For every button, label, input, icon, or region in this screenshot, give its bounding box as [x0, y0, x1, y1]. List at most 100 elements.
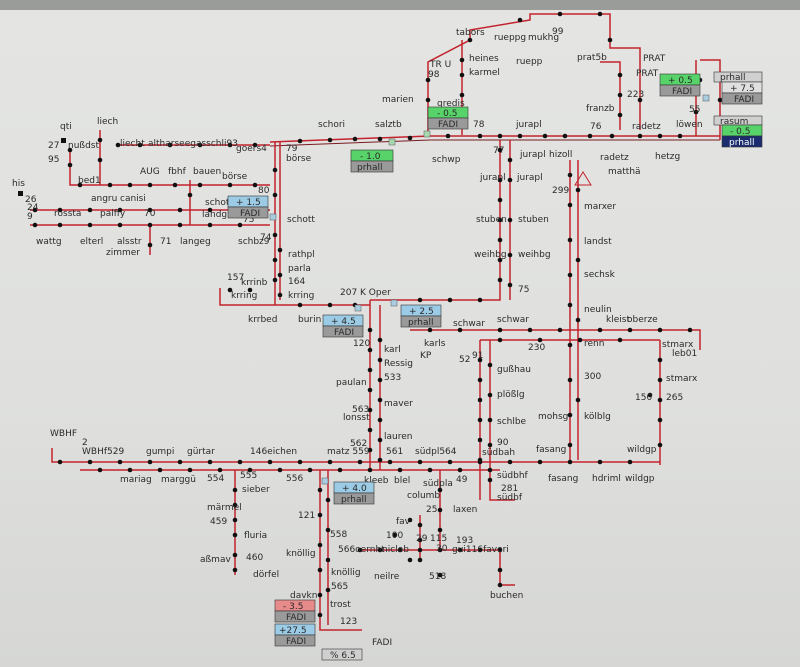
indicator-boxes[interactable]: - 1.0 prhall - 0.5 FADI + 1.5 FADI + 0.5…	[227, 71, 763, 661]
station-dot	[417, 557, 423, 563]
label-29: 29	[416, 534, 428, 544]
label-langeg: langeg	[180, 237, 211, 247]
label-157: 157	[227, 273, 244, 283]
station-dot	[627, 327, 633, 333]
label-schori: schori	[318, 120, 345, 130]
label-561: 561	[386, 447, 403, 457]
station-dot	[297, 138, 303, 144]
station-dot	[377, 457, 383, 463]
station-dot	[437, 527, 443, 533]
station-dot	[507, 282, 513, 288]
station-dot	[407, 557, 413, 563]
label-marggu: marggü	[161, 475, 196, 485]
label-stuben: stuben	[476, 215, 507, 225]
indicator-prhall-minus1[interactable]: - 1.0 prhall	[350, 149, 394, 173]
station-dot	[517, 17, 523, 23]
station-dot	[367, 447, 373, 453]
station-dot	[567, 172, 573, 178]
station-dot	[232, 552, 238, 558]
svg-text:- 0.5: - 0.5	[730, 127, 750, 137]
label-ruepp: ruepp	[516, 57, 543, 67]
indicator-gredis[interactable]: - 0.5 FADI	[427, 106, 469, 130]
indicator-scheib[interactable]: +27.5 FADI	[274, 623, 316, 647]
indicator-karl[interactable]: + 2.5 prhall	[400, 304, 442, 328]
label-rathpl: rathpl	[288, 250, 315, 260]
station-dot	[117, 222, 123, 228]
station-dot	[459, 72, 465, 78]
label-weihbg2: weihbg	[518, 250, 551, 260]
station-dot	[567, 442, 573, 448]
label-223: 223	[627, 90, 644, 100]
label-533: 533	[384, 373, 401, 383]
station-dot	[497, 237, 503, 243]
indicator-schott[interactable]: + 1.5 FADI	[227, 195, 269, 219]
station-dot	[177, 222, 183, 228]
svg-text:prhall: prhall	[341, 495, 366, 505]
station-dot	[637, 133, 643, 139]
station-dot	[575, 317, 581, 323]
station-dot	[437, 487, 443, 493]
label-zimmer: zimmer	[106, 248, 140, 258]
station-dot	[387, 459, 393, 465]
station-dot	[477, 297, 483, 303]
label-99: 99	[552, 27, 564, 37]
station-dot	[497, 217, 503, 223]
station-dot	[497, 337, 503, 343]
label-fbhf: fbhf	[168, 167, 187, 177]
station-dot	[377, 417, 383, 423]
station-dot	[297, 459, 303, 465]
station-dot	[567, 302, 573, 308]
label-karmel: karmel	[469, 68, 500, 78]
label-wbhf: WBHF	[50, 429, 77, 439]
station-dot	[277, 292, 283, 298]
label-120: 120	[353, 339, 370, 349]
indicator-prhall-navy[interactable]: rasum - 0.5 prhall	[713, 115, 763, 148]
label-schwp: schwp	[432, 155, 461, 165]
label-prat2: PRAT	[636, 69, 659, 79]
label-maermel: märmel	[207, 503, 242, 513]
station-dot	[317, 487, 323, 493]
label-76: 76	[590, 122, 602, 132]
label-193: 193	[456, 536, 473, 546]
indicator-davkn[interactable]: - 3.5 FADI	[274, 599, 316, 623]
label-75b: 75	[518, 285, 529, 295]
indicator-kleeb[interactable]: + 4.0 prhall	[333, 481, 375, 505]
label-sieber: sieber	[242, 485, 270, 495]
label-jurapl3: jurapl	[479, 173, 506, 183]
station-dot	[447, 459, 453, 465]
label-24: 24	[27, 203, 39, 213]
indicator-prhall-right[interactable]: prhall + 7.5 FADI	[713, 71, 763, 105]
indicator-burin[interactable]: + 4.5 FADI	[322, 314, 364, 338]
label-weihbg: weihbg	[474, 250, 507, 260]
label-49: 49	[456, 475, 468, 485]
svg-text:rasum: rasum	[720, 117, 748, 127]
label-hizoll: hizoll	[549, 150, 572, 160]
label-30: 30	[436, 544, 448, 554]
station-dot	[77, 182, 83, 188]
label-prat: PRAT	[643, 54, 666, 64]
station-dot	[207, 207, 213, 213]
station-dot	[57, 222, 63, 228]
label-fasang: fasang	[536, 445, 566, 455]
label-sechsk: sechsk	[584, 270, 616, 280]
label-77: 77	[493, 146, 504, 156]
station-dot	[377, 337, 383, 343]
label-his: his	[12, 179, 25, 189]
station-dot	[417, 537, 423, 543]
indicator-prhall-top[interactable]: + 0.5 FADI	[659, 73, 701, 97]
label-suedbah: südbah	[482, 448, 515, 458]
station-dot	[147, 222, 153, 228]
station-dot	[317, 542, 323, 548]
station-dot	[87, 459, 93, 465]
station-dot	[477, 459, 483, 465]
station-dot	[272, 167, 278, 173]
indicator-bottom[interactable]: % 6.5	[321, 648, 363, 661]
station-dot	[497, 277, 503, 283]
label-25: 25	[426, 505, 437, 515]
svg-text:FADI: FADI	[286, 637, 306, 647]
station-dot	[187, 192, 193, 198]
station-dot	[477, 357, 483, 363]
station-dot	[227, 142, 233, 148]
station-dot	[247, 287, 253, 293]
